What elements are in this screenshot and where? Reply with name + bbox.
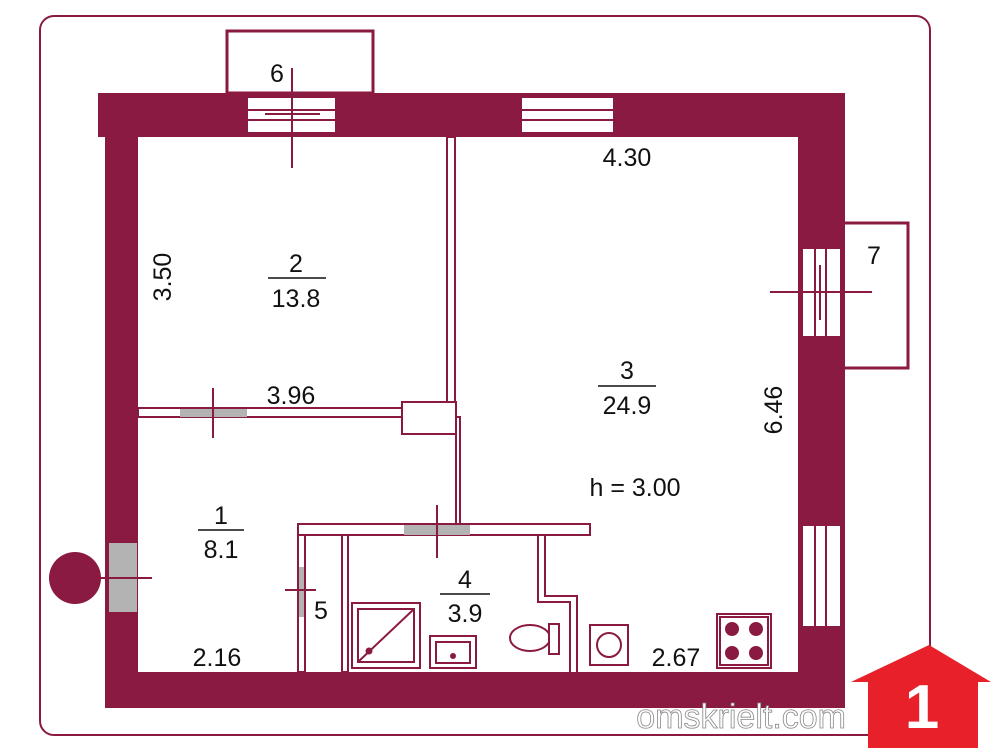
dimension-top: 4.30 <box>603 144 652 172</box>
toilet-icon <box>509 623 560 655</box>
room-2-area: 13.8 <box>272 285 321 313</box>
watermark-text: omskrielt.com <box>636 698 846 736</box>
room-3-area: 24.9 <box>603 392 652 420</box>
shower-icon <box>351 602 421 669</box>
ceiling-height: h = 3.00 <box>589 474 680 502</box>
dimension-room1-bottom: 2.16 <box>193 644 242 672</box>
room-1-number: 1 <box>214 502 228 530</box>
room-5-number: 5 <box>314 597 328 625</box>
balcony-6 <box>225 29 375 95</box>
sink-icon <box>429 635 477 669</box>
room-3-number: 3 <box>620 357 634 385</box>
dimension-right: 6.46 <box>760 386 788 435</box>
room-4-area: 3.9 <box>448 600 483 628</box>
room-1-area: 8.1 <box>204 536 239 564</box>
room-7-number: 7 <box>867 242 881 270</box>
stove-icon <box>716 613 772 669</box>
logo-house-icon: 1 <box>851 645 991 748</box>
dimension-kitchen-bottom: 2.67 <box>652 644 701 672</box>
plot-boundary <box>39 15 931 736</box>
dimension-left: 3.50 <box>149 253 177 302</box>
section-marks <box>212 68 872 591</box>
washing-machine-icon <box>589 624 629 666</box>
room-2-number: 2 <box>289 250 303 278</box>
room-6-number: 6 <box>270 60 284 88</box>
room-4-number: 4 <box>458 566 472 594</box>
dimension-room2-bottom: 3.96 <box>267 382 316 410</box>
windows <box>246 96 842 628</box>
interior-walls <box>137 136 591 673</box>
logo-digit: 1 <box>905 673 939 742</box>
